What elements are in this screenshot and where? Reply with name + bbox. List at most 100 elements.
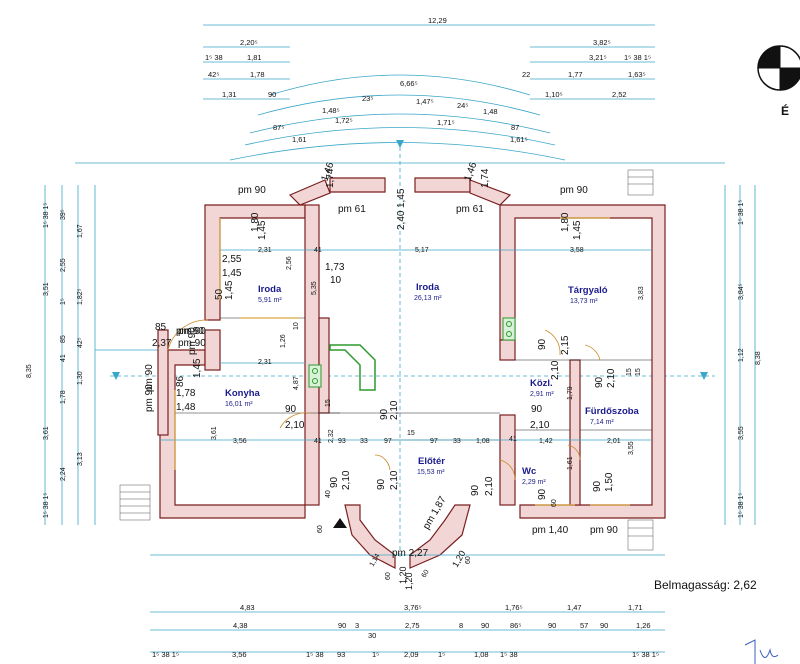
dim-label: 2,09 bbox=[404, 650, 419, 659]
dim-label: 3,56 bbox=[232, 650, 247, 659]
interior-dim-label: 97 bbox=[430, 438, 438, 445]
interior-dim-label: 1,46 bbox=[462, 161, 479, 183]
interior-dim-label: 2,15 bbox=[560, 335, 571, 355]
dim-label: 8 bbox=[459, 621, 463, 630]
dim-label: 1,48⁵ bbox=[322, 106, 340, 115]
room-name: Fürdőszoba bbox=[585, 406, 640, 417]
room-area: 13,73 m² bbox=[570, 298, 598, 305]
room-area: 2,91 m² bbox=[530, 391, 554, 398]
interior-dim-label: 2,10 bbox=[341, 470, 352, 490]
dim-label: 42⁵ bbox=[208, 70, 219, 79]
dim-label: 1,78 bbox=[250, 70, 265, 79]
dim-label: 15 bbox=[635, 368, 642, 376]
interior-dim-label: 41 bbox=[314, 438, 322, 445]
interior-dim-label: pm 90 bbox=[178, 326, 206, 337]
interior-dim-label: 1,45 bbox=[224, 280, 235, 300]
interior-lines bbox=[160, 217, 652, 506]
interior-dim-label: 3,56 bbox=[233, 438, 247, 445]
room-name: Előtér bbox=[418, 456, 445, 467]
dim-label: 90 bbox=[548, 621, 556, 630]
interior-dim-label: 1,45 bbox=[572, 220, 583, 240]
room-labels: Iroda 5,91 m² Iroda 26,13 m² Tárgyaló 13… bbox=[225, 282, 640, 486]
dim-label: 1,12 bbox=[738, 348, 745, 362]
dim-label: 2,55 bbox=[60, 258, 67, 272]
interior-dim-label: pm 90 bbox=[238, 185, 266, 196]
interior-dim-label: 1,50 bbox=[604, 472, 615, 492]
dim-label: 1,72⁵ bbox=[335, 116, 353, 125]
dim-label: 1,26 bbox=[636, 621, 651, 630]
dim-label: 3,84⁵ bbox=[738, 283, 745, 300]
kitchen-fixture bbox=[308, 317, 516, 391]
interior-dim-label: 60 bbox=[317, 525, 324, 533]
dim-label: 1,77 bbox=[568, 70, 583, 79]
interior-dim-label: 90 bbox=[592, 480, 603, 492]
dim-label: 2,52 bbox=[612, 90, 627, 99]
dim-label: 1⁵ 38 1⁵ bbox=[43, 493, 50, 518]
interior-dim-label: 1,61 bbox=[567, 456, 574, 470]
dim-label: 3,76⁵ bbox=[404, 603, 422, 612]
dim-label: 1,10⁵ bbox=[545, 90, 563, 99]
interior-dim-label: 1,45 bbox=[257, 220, 268, 240]
dim-label: 87 bbox=[511, 123, 519, 132]
interior-dim-label: 2,10 bbox=[530, 420, 550, 431]
interior-dim-label: 2,55 bbox=[222, 254, 242, 265]
interior-dim-label: pm 61 bbox=[456, 204, 484, 215]
interior-dim-label: pm 90 bbox=[144, 364, 155, 392]
interior-dim-label: 5,17 bbox=[415, 247, 429, 254]
interior-dim-label: 40 bbox=[325, 490, 332, 498]
dim-label: 1,71 bbox=[628, 603, 643, 612]
interior-dim-label: 1,80 bbox=[560, 212, 571, 232]
interior-dim-label: 2,32 bbox=[328, 429, 335, 443]
interior-dim-label: pm 90 bbox=[176, 326, 204, 337]
dim-label: 4,83 bbox=[240, 603, 255, 612]
interior-dim-label: 33 bbox=[453, 438, 461, 445]
interior-dim-label: 10 bbox=[330, 275, 342, 286]
left-dimension-lines bbox=[44, 185, 205, 525]
interior-dim-label: 97 bbox=[384, 438, 392, 445]
right-dimension-labels: 1⁵ 38 1⁵ 3,84⁵ 3,83 1,12 8,38 15 3,55 1⁵… bbox=[635, 200, 762, 518]
dim-label: 1,71⁵ bbox=[437, 118, 455, 127]
interior-dim-label: 60 bbox=[385, 572, 392, 580]
interior-dim-label: 1,20 bbox=[404, 572, 414, 590]
dim-label: 1⁵ 38 1⁵ bbox=[632, 650, 659, 659]
room-area: 2,29 m² bbox=[522, 479, 546, 486]
interior-dim-label: 3,58 bbox=[570, 247, 584, 254]
dim-label: 1⁵ 38 1⁵ bbox=[738, 200, 745, 225]
dim-label: 1,76⁵ bbox=[505, 603, 523, 612]
dim-label: 85 bbox=[60, 335, 67, 343]
interior-dim-label: 1,48 bbox=[176, 402, 196, 413]
interior-dim-label: 15 bbox=[407, 430, 415, 437]
dim-label: 93 bbox=[337, 650, 345, 659]
door-swings bbox=[167, 319, 601, 481]
interior-dim-label: pm 90 bbox=[187, 327, 198, 355]
room-name: Iroda bbox=[416, 282, 440, 293]
dim-label: 1,48 bbox=[483, 107, 498, 116]
room-name: Konyha bbox=[225, 388, 261, 399]
north-arrow-icon bbox=[757, 45, 800, 91]
interior-dim-label: 1,79 bbox=[567, 386, 574, 400]
dim-label: 1,47⁵ bbox=[416, 97, 434, 106]
dim-label: 1⁵ 38 1⁵ bbox=[738, 493, 745, 518]
dim-overall-width: 12,29 bbox=[428, 16, 447, 25]
left-dimension-labels: 1⁵ 38 1⁵ 39⁵ 1,67 2,55 1⁵ 1,82⁵ 3,51 85 … bbox=[26, 203, 84, 518]
dim-label: 90 bbox=[338, 621, 346, 630]
dim-label: 1,63⁵ bbox=[628, 70, 646, 79]
interior-dim-label: pm 90 bbox=[590, 525, 618, 536]
interior-dim-label: 86 bbox=[175, 375, 186, 387]
dim-label: 1⁵ 38 1⁵ bbox=[43, 203, 50, 228]
ceiling-height-label: Belmagasság: 2,62 bbox=[654, 578, 757, 592]
interior-dim-label: 1,73 bbox=[325, 262, 345, 273]
dim-label: 39⁵ bbox=[60, 209, 67, 220]
dim-label: 86⁵ bbox=[510, 621, 521, 630]
dim-label: 1⁵ 38 bbox=[500, 650, 518, 659]
room-area: 15,53 m² bbox=[417, 469, 445, 476]
interior-dim-label: 2,37 bbox=[152, 338, 172, 349]
dim-label: 1,78 bbox=[60, 390, 67, 404]
interior-dim-label: 2,40 bbox=[396, 210, 407, 230]
interior-dim-label: 15 bbox=[626, 368, 633, 376]
dim-label: 1⁵ bbox=[438, 650, 445, 659]
interior-dim-label: 2,31 bbox=[258, 359, 272, 366]
interior-dim-label: 1,74 bbox=[480, 168, 491, 188]
dim-label: 1⁵ 38 bbox=[306, 650, 324, 659]
dim-label: 2,75 bbox=[405, 621, 420, 630]
